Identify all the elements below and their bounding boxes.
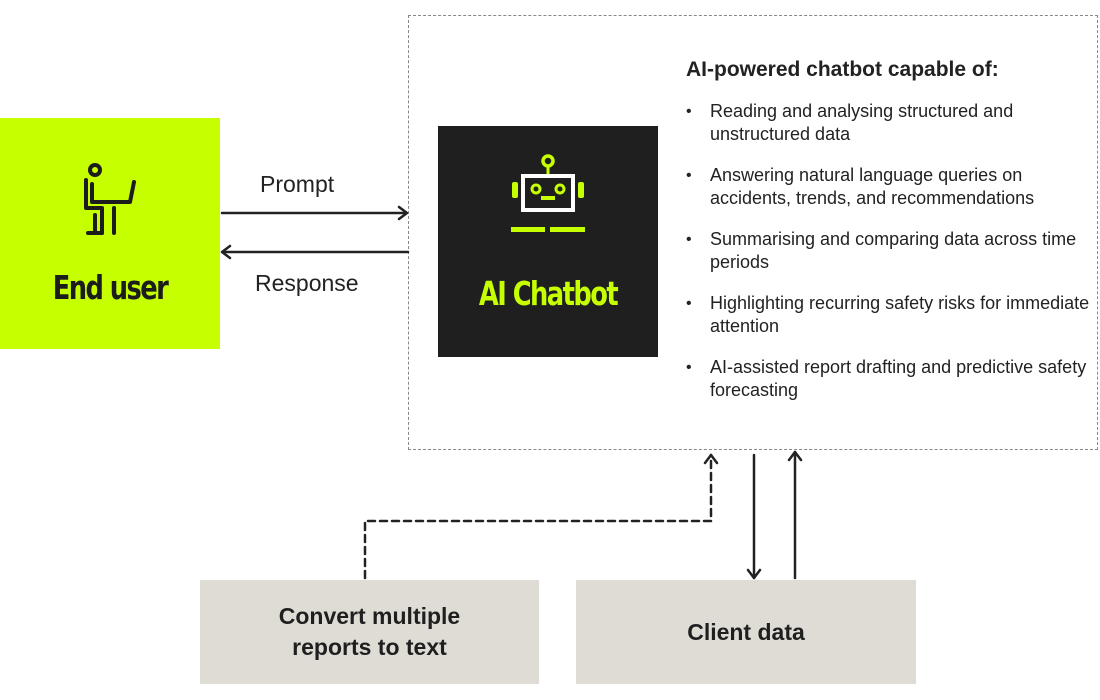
prompt-arrow	[220, 205, 409, 221]
capability-item: AI-assisted report drafting and predicti…	[686, 356, 1096, 402]
capability-item: Answering natural language queries on ac…	[686, 164, 1096, 210]
convert-reports-label: Convert multiple reports to text	[278, 603, 461, 660]
capability-item: Summarising and comparing data across ti…	[686, 228, 1096, 274]
chatbot-system-boundary	[408, 15, 1098, 450]
client-data-label: Client data	[687, 618, 805, 645]
data-to-client-arrow	[746, 453, 762, 580]
capabilities-title: AI-powered chatbot capable of:	[686, 58, 999, 81]
response-label: Response	[255, 270, 359, 296]
ai-chatbot-label: AI Chatbot	[478, 274, 619, 313]
robot-icon	[505, 152, 591, 241]
person-at-desk-icon	[80, 160, 140, 245]
client-to-chatbot-arrow	[787, 450, 803, 580]
end-user-box	[0, 118, 220, 349]
response-arrow	[220, 244, 410, 260]
client-data-box: Client data	[576, 580, 916, 684]
end-user-label: End user	[52, 268, 169, 307]
prompt-label: Prompt	[260, 171, 335, 197]
convert-reports-box: Convert multiple reports to text	[200, 580, 539, 684]
capability-item: Highlighting recurring safety risks for …	[686, 292, 1096, 338]
capabilities-list: Reading and analysing structured and uns…	[686, 100, 1096, 402]
capabilities-panel: AI-powered chatbot capable of: Reading a…	[686, 58, 1096, 420]
reports-to-chatbot-dashed-arrow	[363, 453, 719, 580]
capability-item: Reading and analysing structured and uns…	[686, 100, 1096, 146]
